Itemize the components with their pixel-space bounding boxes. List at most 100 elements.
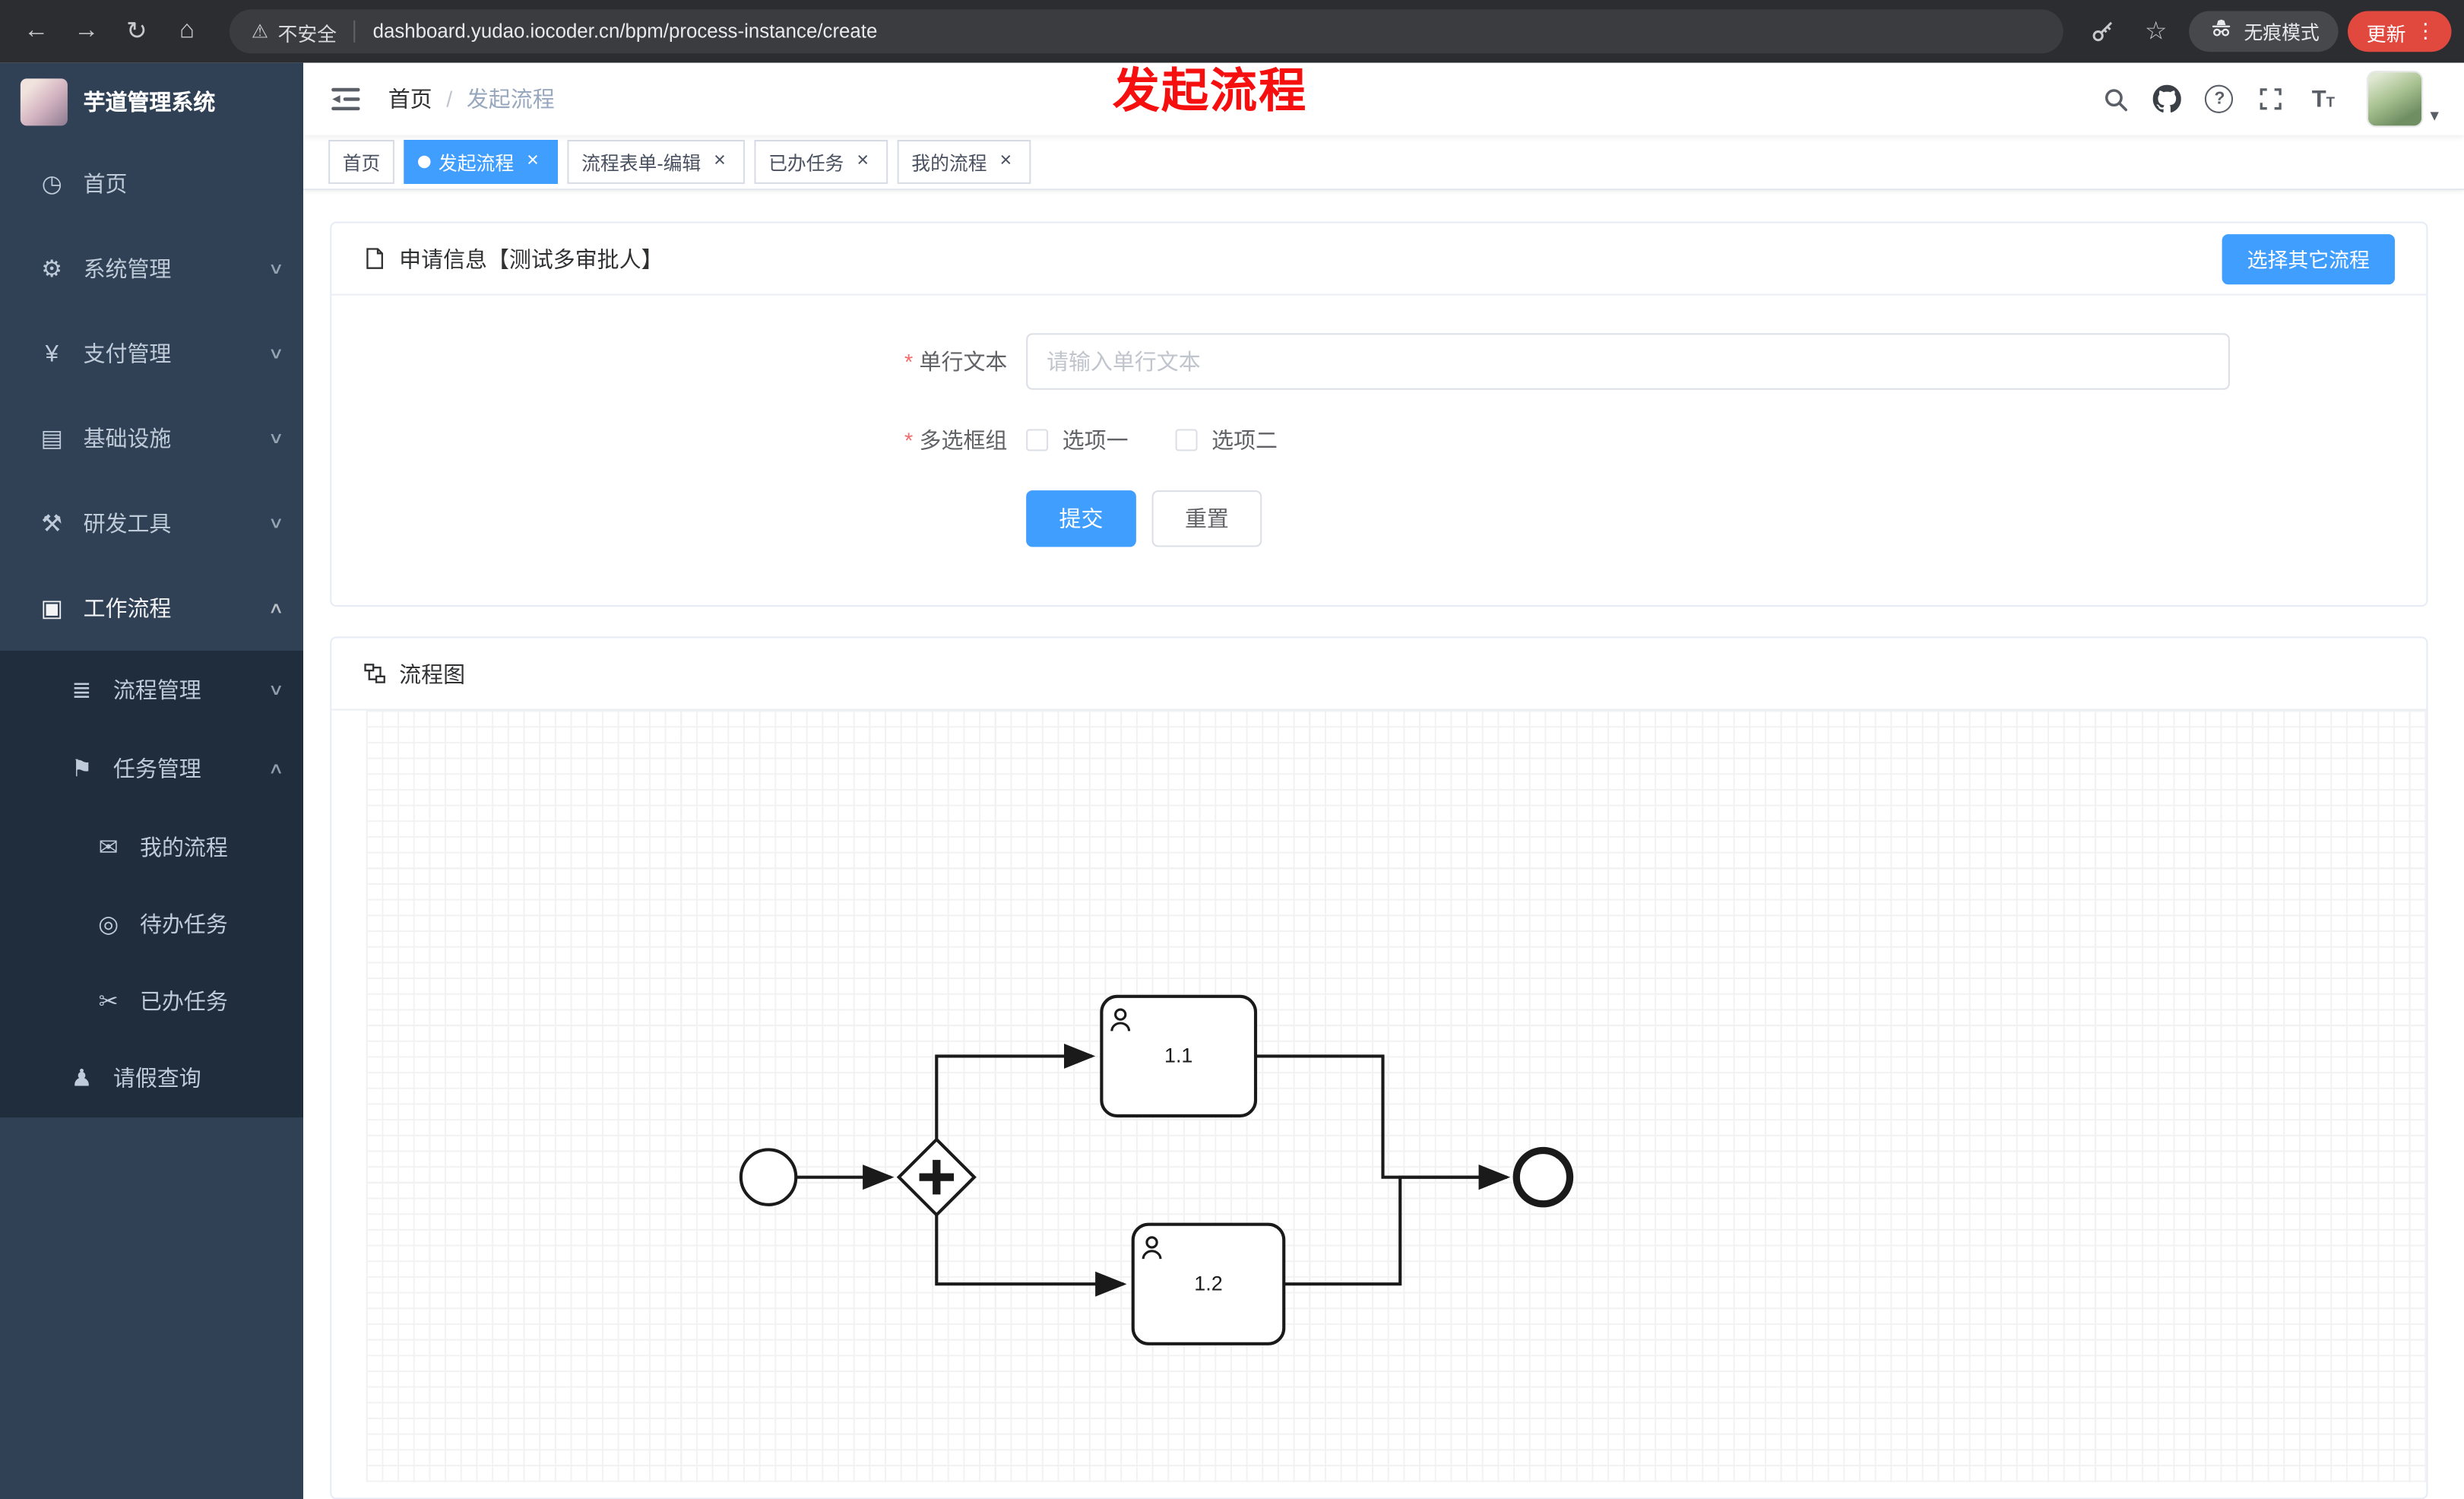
close-icon[interactable]: ×	[857, 147, 869, 172]
sidebar-item-devtools[interactable]: ⚒ 研发工具 ∨	[0, 481, 303, 566]
tab-home[interactable]: 首页	[328, 140, 394, 184]
bookmark-star-icon[interactable]: ☆	[2133, 8, 2180, 55]
breadcrumb-home[interactable]: 首页	[388, 86, 432, 112]
incognito-icon	[2208, 16, 2234, 47]
tab-label: 发起流程	[438, 151, 515, 174]
document-icon	[363, 247, 387, 271]
single-line-text-input[interactable]	[1026, 333, 2230, 390]
tab-process-form-edit[interactable]: 流程表单-编辑 ×	[567, 140, 746, 184]
sidebar-item-label: 支付管理	[83, 341, 172, 366]
browser-chrome: ← → ↻ ⌂ ⚠ 不安全 dashboard.yudao.iocoder.cn…	[0, 0, 2464, 63]
update-label: 更新	[2366, 22, 2406, 45]
sidebar-item-label: 待办任务	[140, 911, 228, 936]
field-label: *单行文本	[331, 346, 1007, 377]
search-icon[interactable]	[2095, 78, 2136, 119]
close-icon[interactable]: ×	[714, 147, 726, 172]
sidebar-item-payment[interactable]: ¥ 支付管理 ∨	[0, 311, 303, 396]
chevron-up-icon: ∧	[267, 599, 284, 617]
diagram-card-title: 流程图	[399, 661, 466, 686]
parallel-gateway	[896, 1137, 977, 1218]
sidebar-item-home[interactable]: ◷ 首页	[0, 141, 303, 227]
help-icon[interactable]: ?	[2200, 78, 2241, 119]
monitor-icon: ▤	[40, 426, 63, 453]
select-other-process-button[interactable]: 选择其它流程	[2222, 233, 2396, 284]
tab-label: 流程表单-编辑	[581, 151, 702, 174]
sidebar-item-label: 系统管理	[83, 256, 172, 282]
reset-button[interactable]: 重置	[1151, 490, 1262, 547]
process-diagram-card: 流程图	[330, 636, 2428, 1499]
field-label-text: 单行文本	[919, 349, 1008, 375]
end-event	[1512, 1146, 1574, 1208]
breadcrumb: 首页 / 发起流程	[388, 84, 555, 115]
sidebar-item-label: 研发工具	[83, 510, 172, 537]
tab-my-process[interactable]: 我的流程 ×	[897, 140, 1031, 184]
workflow-submenu: ≣ 流程管理 ∨ ⚑ 任务管理 ∧ ✉ 我的流程 ◎	[0, 650, 304, 1118]
sequence-flows	[797, 1043, 1510, 1297]
question-mark-icon: ?	[2205, 84, 2234, 113]
sidebar-item-my-process[interactable]: ✉ 我的流程	[0, 808, 303, 885]
sidebar-item-task-management[interactable]: ⚑ 任务管理 ∧	[0, 729, 303, 807]
checkbox-icon[interactable]	[1175, 429, 1198, 452]
task-label: 1.1	[1164, 1044, 1192, 1067]
sidebar-item-workflow[interactable]: ▣ 工作流程 ∧	[0, 566, 303, 651]
tab-label: 我的流程	[911, 151, 987, 174]
sidebar-item-leave-query[interactable]: ♟ 请假查询	[0, 1039, 303, 1117]
key-icon[interactable]	[2082, 11, 2124, 52]
form-row-text: *单行文本	[331, 333, 2426, 390]
home-button[interactable]: ⌂	[163, 8, 211, 55]
annotation-overlay: 发起流程	[1112, 65, 1308, 119]
sidebar-item-system[interactable]: ⚙ 系统管理 ∨	[0, 227, 303, 312]
update-button[interactable]: 更新 ⋮	[2347, 11, 2452, 52]
close-icon[interactable]: ×	[999, 147, 1012, 172]
chevron-down-icon: ∨	[267, 515, 284, 532]
checkbox-option-2[interactable]: 选项二	[1175, 424, 1278, 455]
checkbox-option-1[interactable]: 选项一	[1026, 424, 1129, 455]
start-event	[739, 1148, 798, 1206]
sidebar-menu: ◷ 首页 ⚙ 系统管理 ∨ ¥ 支付管理 ∨ ▤ 基础设施 ∨	[0, 141, 304, 1118]
close-icon[interactable]: ×	[527, 147, 539, 172]
flag-icon: ⚑	[71, 756, 93, 783]
tab-done-tasks[interactable]: 已办任务 ×	[754, 140, 888, 184]
forward-button[interactable]: →	[63, 8, 110, 55]
github-icon[interactable]	[2147, 78, 2188, 119]
sidebar-item-process-management[interactable]: ≣ 流程管理 ∨	[0, 651, 303, 729]
chat-bubble-icon: ✉	[98, 833, 119, 861]
tags-view: 首页 发起流程 × 流程表单-编辑 × 已办任务 × 我的流程 ×	[303, 135, 2464, 191]
process-list-icon: ≣	[71, 677, 92, 705]
page-content: 申请信息【测试多审批人】 选择其它流程 *单行文本 *多选框组	[303, 190, 2464, 1499]
tab-label: 首页	[342, 151, 381, 174]
person-icon: ♟	[71, 1065, 93, 1092]
sidebar-item-label: 任务管理	[112, 756, 201, 781]
fullscreen-icon[interactable]	[2251, 78, 2292, 119]
checkbox-icon[interactable]	[1026, 429, 1049, 452]
submit-button[interactable]: 提交	[1026, 490, 1136, 547]
avatar[interactable]	[2367, 71, 2424, 128]
sidebar-item-infrastructure[interactable]: ▤ 基础设施 ∨	[0, 396, 303, 481]
diagram-card-header: 流程图	[331, 638, 2427, 711]
url-text: dashboard.yudao.iocoder.cn/bpm/process-i…	[372, 20, 878, 43]
briefcase-icon: ▣	[40, 595, 63, 623]
sidebar-item-todo-tasks[interactable]: ◎ 待办任务	[0, 885, 303, 962]
browser-menu-kebab-icon[interactable]: ⋮	[2415, 18, 2436, 43]
chevron-down-icon: ∨	[267, 681, 284, 699]
breadcrumb-separator: /	[446, 86, 453, 112]
user-task-icon	[1142, 1236, 1162, 1260]
refresh-button[interactable]: ↻	[113, 8, 160, 55]
sidebar-toggle-icon[interactable]	[328, 82, 363, 116]
process-form: *单行文本 *多选框组 选项一	[331, 296, 2426, 547]
gear-icon: ⚙	[41, 256, 63, 284]
sidebar-item-label: 已办任务	[140, 987, 228, 1013]
back-button[interactable]: ←	[13, 8, 60, 55]
tab-create-process[interactable]: 发起流程 ×	[404, 140, 559, 184]
user-task-icon	[1110, 1008, 1131, 1032]
form-card-title: 申请信息【测试多审批人】	[399, 246, 664, 271]
sidebar-item-done-tasks[interactable]: ✂ 已办任务	[0, 962, 303, 1038]
url-bar[interactable]: ⚠ 不安全 dashboard.yudao.iocoder.cn/bpm/pro…	[229, 9, 2063, 54]
form-card-header: 申请信息【测试多审批人】 选择其它流程	[331, 223, 2427, 296]
bpmn-canvas[interactable]: 1.1 1.2	[366, 710, 2427, 1482]
user-avatar-menu[interactable]: ▾	[2367, 71, 2439, 128]
